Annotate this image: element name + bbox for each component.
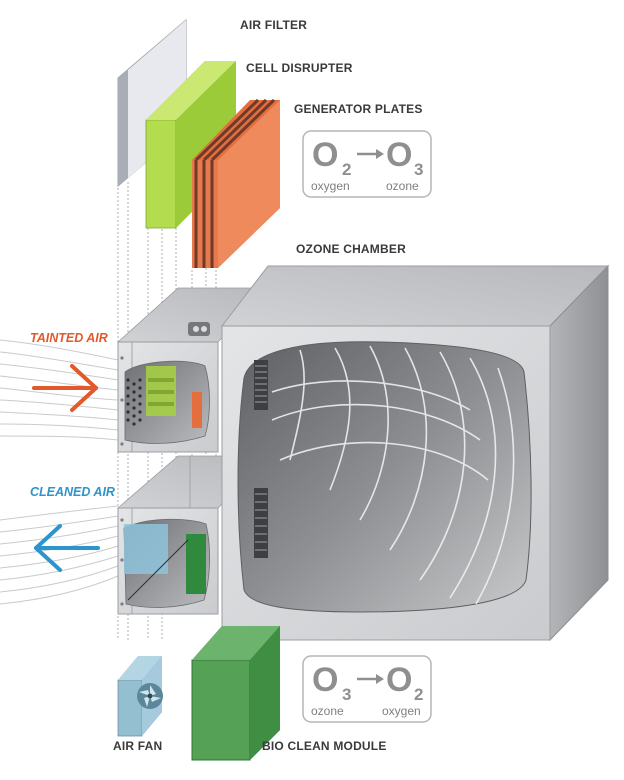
chamber-inlet-vent: [254, 360, 268, 410]
air-fan-component: [117, 656, 163, 737]
tainted-airflow-lines: [0, 339, 119, 441]
bio-clean-module-label: BIO CLEAN MODULE: [262, 739, 387, 753]
chamber-outlet-vent: [254, 488, 268, 558]
fan-icon: [137, 683, 163, 709]
cleanup-from-caption: ozone: [311, 704, 344, 718]
generator-plates-component: [192, 98, 280, 268]
cleanup-from-symbol: O: [312, 661, 338, 699]
ozone-chamber-component: [220, 264, 610, 642]
reaction-box-generation: O 2 O 3 oxygen ozone: [302, 130, 432, 198]
reaction-from-caption: oxygen: [311, 179, 350, 193]
cleaned-airflow-lines: [0, 505, 119, 605]
right-arrow-icon: [32, 364, 98, 412]
reaction-to-caption: ozone: [386, 179, 419, 193]
cleanup-to-subscript: 2: [414, 685, 423, 704]
cleanup-to-symbol: O: [386, 661, 412, 699]
reaction-to-symbol: O: [386, 136, 412, 174]
tainted-air-label: TAINTED AIR: [30, 331, 108, 345]
generator-plates-label: GENERATOR PLATES: [294, 102, 423, 116]
air-fan-label: AIR FAN: [113, 739, 162, 753]
reaction-from-symbol: O: [312, 136, 338, 174]
cleanup-to-caption: oxygen: [382, 704, 421, 718]
reaction-arrow-icon: [357, 674, 384, 684]
reaction-box-cleanup: O 3 O 2 ozone oxygen: [302, 655, 432, 723]
reaction-to-subscript: 3: [414, 160, 423, 179]
upper-duct-housing: [116, 287, 271, 453]
ozone-chamber-label: OZONE CHAMBER: [296, 242, 406, 256]
lower-duct-housing: [116, 455, 271, 615]
connector-icon: [188, 322, 210, 336]
cell-disrupter-label: CELL DISRUPTER: [246, 61, 353, 75]
reaction-arrow-icon: [357, 149, 384, 159]
cleanup-from-subscript: 3: [342, 685, 351, 704]
cleaned-air-label: CLEANED AIR: [30, 485, 115, 499]
air-filter-label: AIR FILTER: [240, 18, 307, 32]
reaction-from-subscript: 2: [342, 160, 351, 179]
left-arrow-icon: [34, 524, 100, 572]
bio-clean-module-component: [191, 626, 280, 761]
